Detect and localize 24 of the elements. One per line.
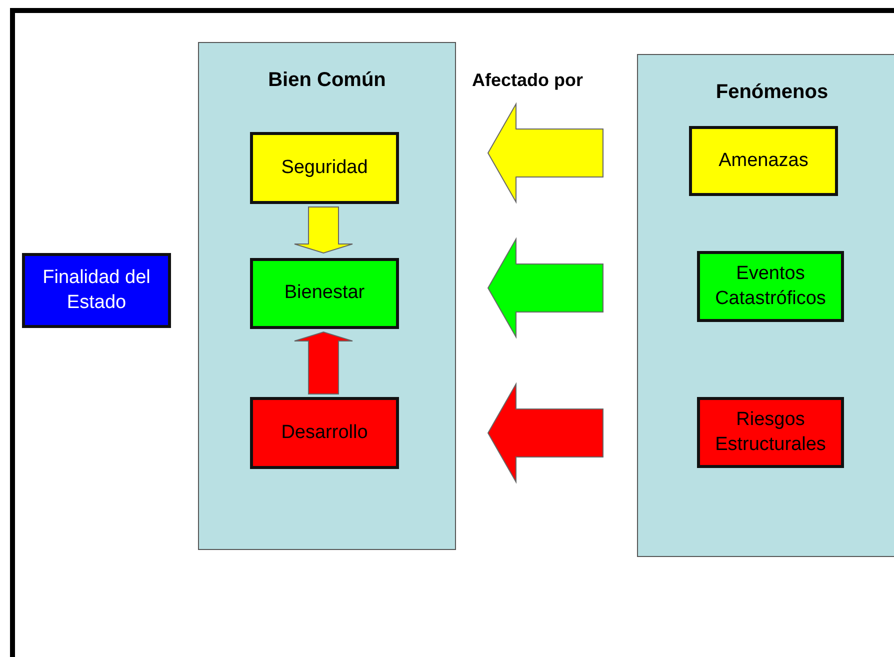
box-label: Seguridad [281,156,368,180]
block-arrow [294,331,353,394]
concept-box [689,126,838,196]
box-label: Bienestar [284,281,365,306]
concept-box [22,253,171,328]
concept-box [250,258,399,329]
concept-box [250,397,399,469]
panel-heading: Fenómenos [716,81,828,104]
heading-label: Afectado por [472,70,584,91]
box-label: Eventos Catastróficos [714,262,827,310]
block-arrow [294,206,353,254]
box-label: Desarrollo [281,420,368,445]
block-arrow [487,237,604,339]
block-arrow [487,102,604,204]
block-arrow [487,382,604,484]
panel-heading: Bien Común [268,69,386,92]
concept-box [697,397,844,468]
concept-box [697,251,844,322]
box-label: Finalidad del Estado [42,266,152,314]
box-label: Riesgos Estructurales [714,408,827,456]
box-label: Amenazas [718,148,808,173]
concept-box [250,132,399,204]
group-panel [198,42,456,550]
group-panel [637,54,894,557]
